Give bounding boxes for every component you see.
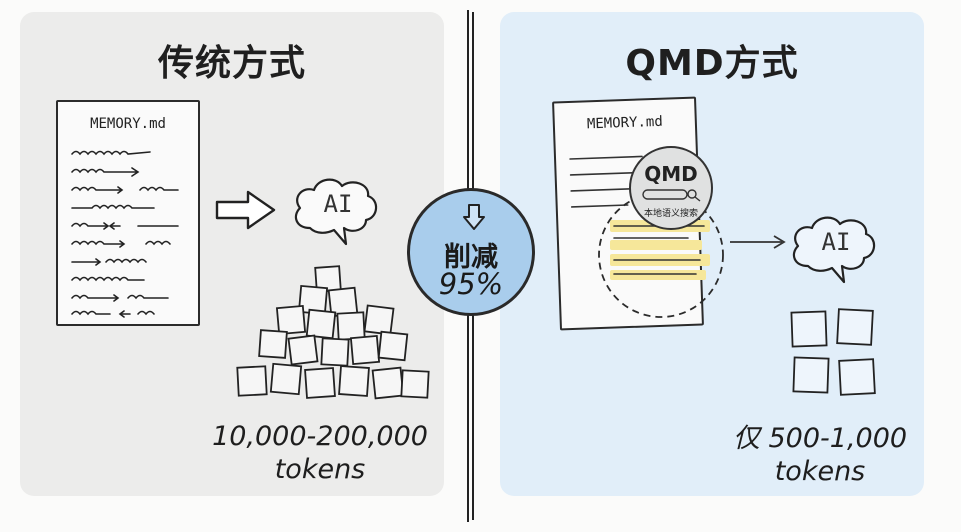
ai-label: AI [323, 190, 353, 218]
down-arrow-icon [463, 204, 485, 230]
token-count-qmd: 仅 500-1,000 tokens [720, 422, 920, 488]
qmd-panel: QMD方式 MEMORY.md QMD [500, 12, 924, 496]
search-icon [642, 189, 701, 202]
scribble-lines [71, 150, 179, 318]
qmd-subtitle: 本地语义搜索 [643, 209, 698, 219]
document-lines [569, 155, 643, 208]
arrow-right-icon [730, 235, 786, 249]
token-count-traditional: 10,000-200,000 tokens [200, 420, 440, 486]
panel-title: QMD方式 [625, 43, 799, 84]
reduction-badge: 削减 95% [407, 188, 535, 316]
qmd-name: QMD [644, 162, 698, 186]
token-block-pile [236, 265, 430, 400]
memory-document: MEMORY.md [552, 96, 704, 331]
reduction-value: 95% [438, 267, 504, 301]
token-range: 10,000-200,000 [212, 421, 428, 452]
document-title: MEMORY.md [90, 116, 166, 132]
token-range: 仅 500-1,000 [732, 423, 908, 454]
ai-label: AI [821, 228, 851, 256]
token-unit: tokens [774, 456, 866, 487]
ai-thought-bubble-icon [792, 216, 876, 284]
qmd-search-lens: QMD 本地语义搜索 [629, 146, 713, 230]
token-blocks [790, 308, 876, 396]
memory-document: MEMORY.md [56, 100, 200, 326]
token-unit: tokens [274, 454, 366, 485]
arrow-right-icon [215, 190, 276, 230]
traditional-panel: 传统方式 MEMORY.md AI [20, 12, 444, 496]
ai-thought-bubble-icon [294, 178, 378, 246]
reduction-label: 削减 [444, 242, 498, 273]
panel-title: 传统方式 [157, 43, 306, 84]
